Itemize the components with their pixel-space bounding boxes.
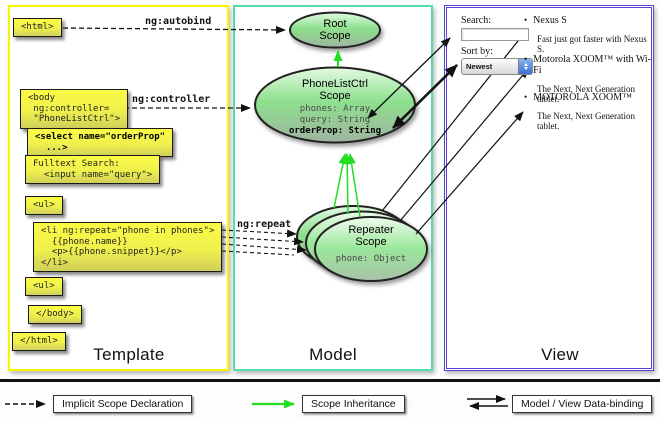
prop-phones: phones: Array	[299, 104, 371, 114]
code-box-fulltext-search: Fulltext Search: <input name="query">	[25, 155, 161, 184]
code-box-ul-open: <ul>	[25, 196, 63, 215]
model-panel	[233, 5, 433, 371]
legend-model-view-data-binding: Model / View Data-binding	[512, 395, 653, 413]
phone-list-item: • Nexus S Fast just got faster with Nexu…	[524, 15, 656, 54]
phonelistctrl-scope-title: PhoneListCtrl Scope	[301, 78, 369, 102]
phone-desc: Fast just got faster with Nexus S.	[537, 34, 647, 54]
sort-select-value: Newest	[466, 62, 493, 71]
code-box-body-open: <body ng:controller= "PhoneListCtrl">	[20, 89, 129, 129]
sort-by-label: Sort by:	[461, 46, 493, 57]
search-label: Search:	[461, 15, 491, 26]
bullet-icon: •	[524, 92, 528, 102]
code-box-html-open: <html>	[13, 18, 62, 37]
root-scope-title: Root Scope	[319, 18, 351, 42]
select-stepper-icon	[518, 59, 532, 74]
phone-name: MOTOROLA XOOM™	[533, 92, 632, 103]
code-box-ul-close: <ul>	[25, 277, 63, 296]
search-input[interactable]	[461, 28, 529, 41]
code-box-li-repeat: <li ng:repeat="phone in phones"> {{phone…	[33, 222, 223, 272]
legend-scope-inheritance: Scope Inheritance	[302, 395, 405, 413]
bullet-icon: •	[524, 54, 528, 64]
repeater-scope-title: Repeater Scope	[348, 224, 394, 248]
phone-list-item: • MOTOROLA XOOM™ The Next, Next Generati…	[524, 92, 656, 131]
label-ng-autobind: ng:autobind	[145, 16, 212, 27]
prop-query: query: String	[299, 115, 371, 125]
legend-separator	[0, 379, 660, 382]
phonelistctrl-scope-props: phones: Array query: String orderProp: S…	[255, 104, 415, 137]
sort-select[interactable]: Newest	[461, 58, 533, 75]
phone-desc: The Next, Next Generation tablet.	[537, 84, 635, 104]
template-panel-title: Template	[93, 345, 165, 364]
legend-implicit-scope-declaration: Implicit Scope Declaration	[53, 395, 193, 413]
label-ng-controller: ng:controller	[132, 94, 211, 105]
code-box-body-close: </body>	[28, 305, 82, 324]
phone-desc: The Next, Next Generation tablet.	[537, 111, 635, 131]
phone-name: Nexus S	[533, 15, 567, 26]
label-ng-repeat: ng:repeat	[237, 219, 292, 230]
code-box-select: <select name="orderProp" ...>	[27, 128, 174, 157]
view-panel-title: View	[541, 345, 579, 364]
bullet-icon: •	[524, 15, 528, 25]
phone-name: Motorola XOOM™ with Wi-Fi	[533, 54, 651, 76]
code-box-html-close: </html>	[12, 332, 66, 351]
repeater-scope-prop: phone: Object	[335, 254, 407, 264]
prop-orderprop: orderProp: String	[288, 126, 382, 136]
model-panel-title: Model	[309, 345, 357, 364]
phone-list-item: • Motorola XOOM™ with Wi-Fi The Next, Ne…	[524, 54, 656, 104]
